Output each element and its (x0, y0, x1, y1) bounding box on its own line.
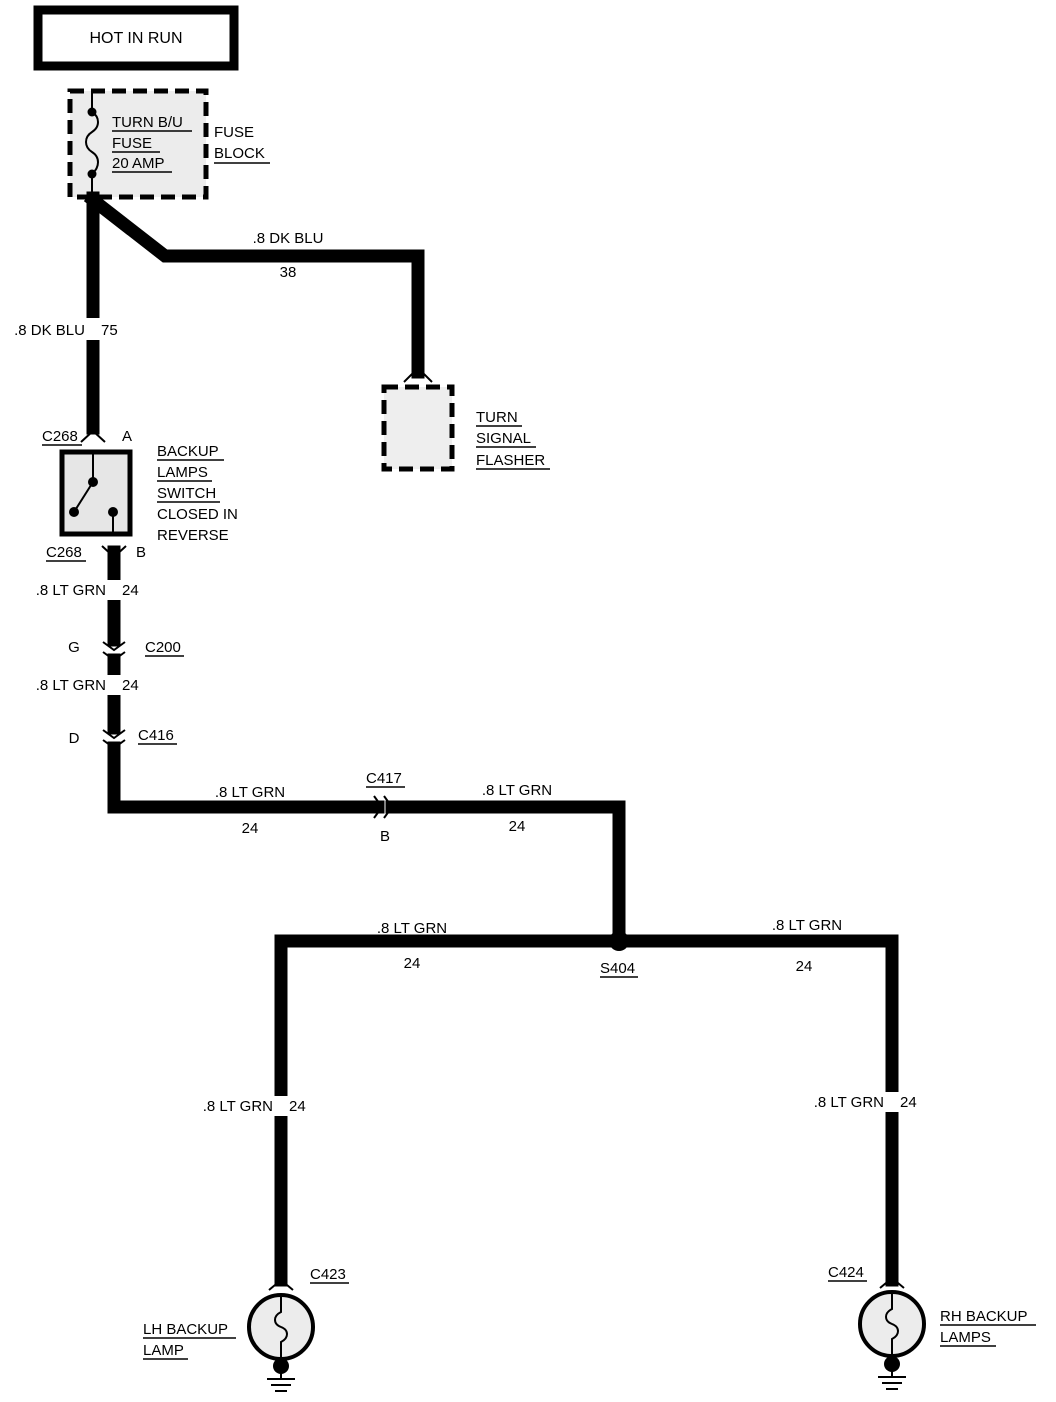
wire-to-switch-circuit: 75 (101, 322, 118, 339)
hot-in-run-box: HOT IN RUN (33, 5, 239, 71)
flasher-label-line1: TURN (476, 409, 518, 426)
ground-icon (267, 1366, 295, 1392)
wire-c417-to-s404-circuit: 24 (509, 818, 526, 835)
connector-c417: C417 B (366, 770, 405, 845)
wire-rh-drop: .8 LT GRN 24 (814, 1092, 917, 1112)
fuse-block: TURN B/U FUSE 20 AMP FUSE BLOCK (67, 88, 270, 200)
lh-backup-lamp: C423 LH BACKUP LAMP (143, 1266, 349, 1392)
wire-c416-to-c417-color: .8 LT GRN (215, 784, 285, 801)
switch-label-line3: SWITCH (157, 485, 216, 502)
wire-lh-drop-color: .8 LT GRN (203, 1098, 273, 1115)
wire-to-flasher-color: .8 DK BLU (253, 230, 324, 247)
rh-lamp-label-line1: RH BACKUP (940, 1308, 1028, 1325)
wire-c416-to-c417-circuit: 24 (242, 820, 259, 837)
wire-c417-to-s404: .8 LT GRN 24 (385, 782, 626, 948)
fuse-block-label-line1: FUSE (214, 124, 254, 141)
wire-switch-to-c200-circuit: 24 (122, 582, 139, 599)
wire-s404-to-rh-color: .8 LT GRN (772, 917, 842, 934)
c424-name: C424 (828, 1264, 864, 1281)
s404-name: S404 (600, 960, 635, 977)
c200-name: C200 (145, 639, 181, 656)
wire-c200-to-c416-circuit: 24 (122, 677, 139, 694)
switch-connector-top: C268 (42, 428, 78, 445)
switch-label-line4: CLOSED IN (157, 506, 238, 523)
wire-switch-to-c200: .8 LT GRN 24 (36, 545, 139, 647)
wire-to-switch: .8 DK BLU 75 (14, 191, 118, 443)
wire-s404-to-rh-horizontal: .8 LT GRN 24 (612, 917, 899, 1287)
wire-to-switch-color: .8 DK BLU (14, 322, 85, 339)
turn-signal-flasher: TURN SIGNAL FLASHER (381, 384, 550, 472)
c200-pin: G (68, 639, 80, 656)
rh-backup-lamps: C424 RH BACKUP LAMPS (828, 1264, 1036, 1390)
wire-s404-to-rh-circuit: 24 (796, 958, 813, 975)
wire-lh-drop: .8 LT GRN 24 (203, 1096, 306, 1116)
switch-label-line2: LAMPS (157, 464, 208, 481)
wire-c200-to-c416-color: .8 LT GRN (36, 677, 106, 694)
wire-c417-to-s404-color: .8 LT GRN (482, 782, 552, 799)
wire-s404-to-lh-circuit: 24 (404, 955, 421, 972)
lh-lamp-label-line1: LH BACKUP (143, 1321, 228, 1338)
flasher-label-line2: SIGNAL (476, 430, 531, 447)
bulb-filament-icon (274, 1296, 288, 1358)
connector-c416: D C416 (69, 727, 177, 750)
wire-lh-drop-circuit: 24 (289, 1098, 306, 1115)
switch-connector-bottom: C268 (46, 544, 82, 561)
flasher-label-line3: FLASHER (476, 452, 545, 469)
c423-name: C423 (310, 1266, 346, 1283)
hot-in-run-label: HOT IN RUN (89, 30, 182, 47)
lh-lamp-label-line2: LAMP (143, 1342, 184, 1359)
fuse-icon (85, 92, 99, 196)
switch-contact-icon (69, 452, 118, 534)
wire-rh-drop-color: .8 LT GRN (814, 1094, 884, 1111)
c416-name: C416 (138, 727, 174, 744)
wire-s404-to-lh-horizontal: .8 LT GRN 24 (274, 920, 626, 1287)
wire-to-flasher-circuit: 38 (280, 264, 297, 281)
rh-lamp-label-line2: LAMPS (940, 1329, 991, 1346)
c417-name: C417 (366, 770, 402, 787)
fuse-rating: 20 AMP (112, 155, 165, 172)
switch-label-line5: REVERSE (157, 527, 229, 544)
wire-c416-to-c417: .8 LT GRN 24 (107, 741, 385, 837)
backup-lamps-switch: C268 A BACKUP LAMPS SWITCH CLOSED IN REV… (42, 428, 238, 562)
bulb-filament-icon (885, 1293, 899, 1355)
wire-s404-to-lh-color: .8 LT GRN (377, 920, 447, 937)
ground-icon (878, 1364, 906, 1390)
fuse-name-line1: TURN B/U (112, 114, 183, 131)
fuse-name-line2: FUSE (112, 135, 152, 152)
switch-pin-bottom: B (136, 544, 146, 561)
wire-switch-to-c200-color: .8 LT GRN (36, 582, 106, 599)
wire-c200-to-c416: .8 LT GRN 24 (36, 653, 139, 735)
wire-to-flasher: .8 DK BLU 38 (83, 190, 433, 383)
connector-c200: G C200 (68, 639, 184, 662)
switch-pin-top: A (122, 428, 132, 445)
c416-pin: D (69, 730, 80, 747)
wire-rh-drop-circuit: 24 (900, 1094, 917, 1111)
fuse-block-label-line2: BLOCK (214, 145, 265, 162)
c417-pin: B (380, 828, 390, 845)
switch-label-line1: BACKUP (157, 443, 219, 460)
